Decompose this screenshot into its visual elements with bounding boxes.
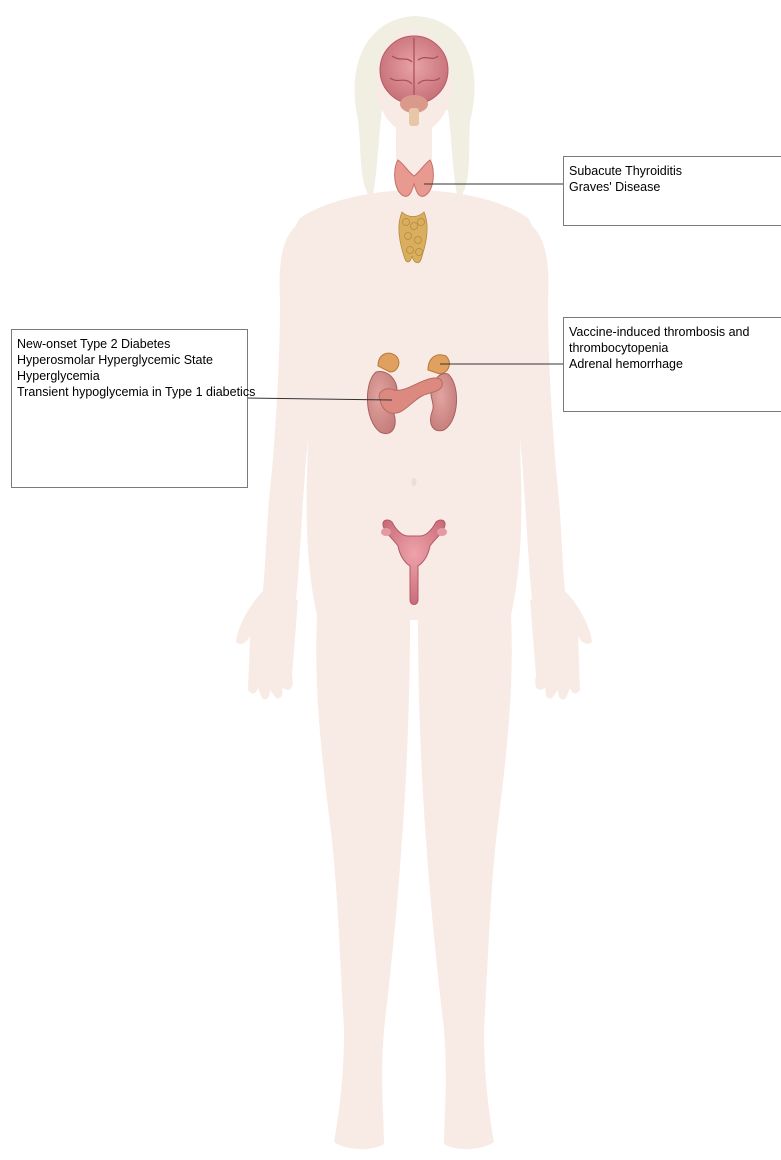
annotation-line: Graves' Disease (569, 179, 781, 195)
annotation-line: Adrenal hemorrhage (569, 356, 781, 372)
annotation-line: Hyperglycemia (17, 368, 241, 384)
annotation-box-pancreas: New-onset Type 2 Diabetes Hyperosmolar H… (11, 329, 248, 488)
annotation-box-thyroid: Subacute Thyroiditis Graves' Disease (563, 156, 781, 226)
annotation-box-adrenal: Vaccine-induced thrombosis and thrombocy… (563, 317, 781, 412)
annotation-line: Subacute Thyroiditis (569, 163, 781, 179)
annotation-line: Transient hypoglycemia in Type 1 diabeti… (17, 384, 241, 400)
annotation-line: Vaccine-induced thrombosis and (569, 324, 781, 340)
annotation-line: thrombocytopenia (569, 340, 781, 356)
annotation-line: New-onset Type 2 Diabetes (17, 336, 241, 352)
annotation-line: Hyperosmolar Hyperglycemic State (17, 352, 241, 368)
navel (412, 478, 417, 486)
